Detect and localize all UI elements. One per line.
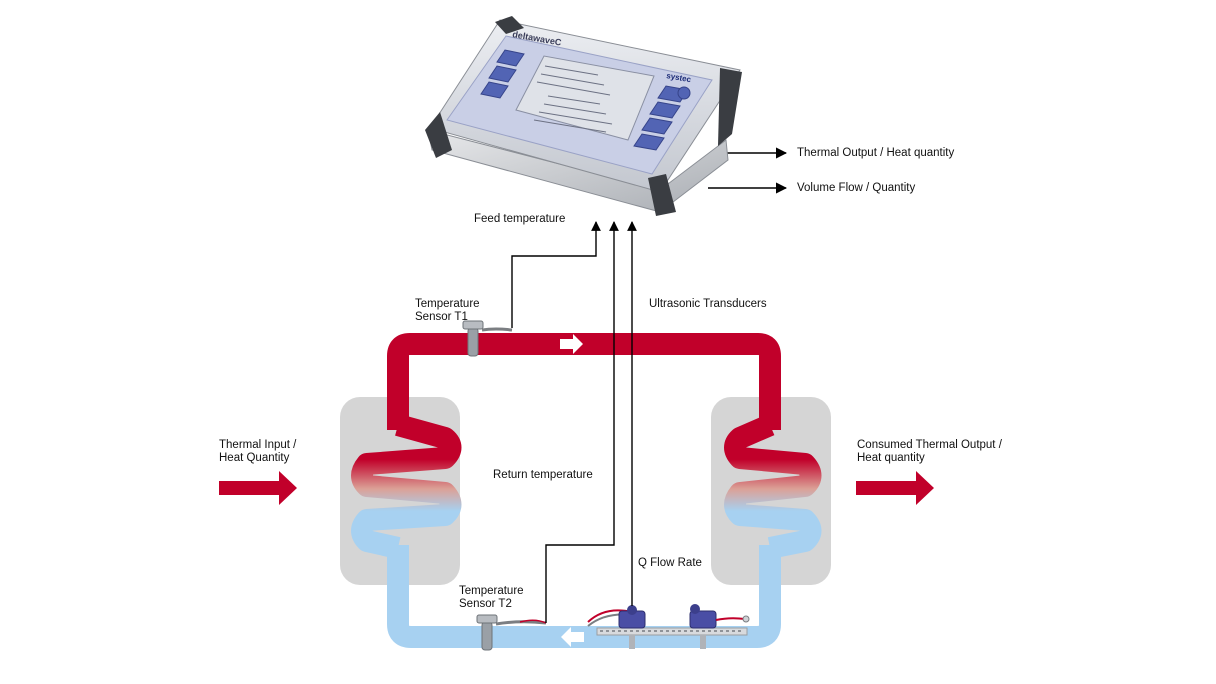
flow-direction-arrow-cold [561,627,584,647]
thermal-input-arrow [219,471,297,505]
device-maker: systec [666,71,693,84]
sensor-t2-line1: Temperature [459,585,524,597]
thermal-input-line1: Thermal Input / [219,439,297,451]
thermal-output-label: Thermal Output / Heat quantity [797,147,955,159]
thermal-input-line2: Heat Quantity [219,452,290,464]
device-display [515,55,655,141]
feed-temperature-line [511,221,601,328]
sensor-t1-line2: Sensor T1 [415,311,468,323]
thermal-input-label: Thermal Input / Heat Quantity [219,439,296,465]
consumed-output-line2: Heat quantity [857,452,925,464]
sensor-t1-line1: Temperature [415,298,480,310]
deltawave-device: deltawaveC systec [425,16,742,216]
consumed-output-line1: Consumed Thermal Output / [857,439,1002,451]
temperature-sensor-t1 [462,320,513,357]
ultrasonic-transducers [587,604,750,649]
device-bumper [718,68,742,146]
device-bumper [495,16,524,34]
device-bumper [425,112,452,158]
heat-exchanger-right-coil [724,414,822,559]
volume-flow-label: Volume Flow / Quantity [797,182,916,194]
ultrasonic-transducers-label: Ultrasonic Transducers [649,298,767,310]
q-flow-rate-label: Q Flow Rate [638,557,702,569]
device-bumper [648,174,676,216]
power-button-icon [677,86,691,100]
thermal-output-arrow [856,471,934,505]
consumed-thermal-output-label: Consumed Thermal Output / Heat quantity [857,439,1002,465]
return-temperature-line [545,221,619,623]
temperature-sensor-t1-label: Temperature Sensor T1 [415,298,480,324]
feed-temperature-label: Feed temperature [474,213,566,225]
temperature-sensor-t2-label: Temperature Sensor T2 [459,585,524,611]
sensor-t2-line2: Sensor T2 [459,598,512,610]
heat-exchanger-left-coil [351,414,462,559]
hot-pipe [387,333,781,430]
temperature-sensor-t2 [476,614,547,651]
flow-direction-arrow-hot [560,334,583,354]
return-temperature-label: Return temperature [493,469,593,481]
